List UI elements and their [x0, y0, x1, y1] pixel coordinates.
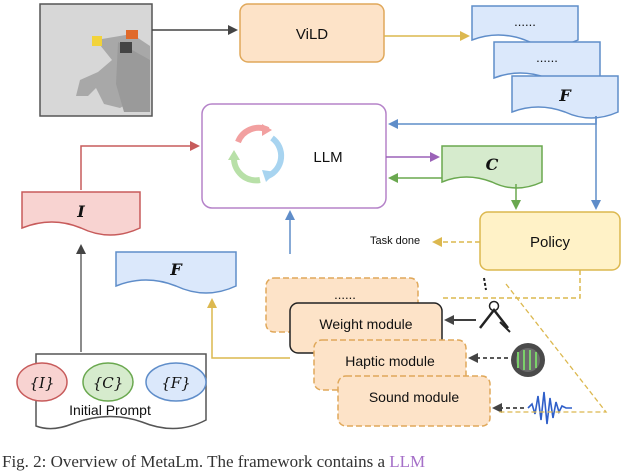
- haptic-sensor-icon: [511, 343, 545, 377]
- feature-doc-dots-2: ......: [536, 50, 558, 65]
- arrow-instruction-to-llm: [80, 141, 200, 190]
- feedback-doc: F: [115, 251, 237, 294]
- initial-prompt-doc: {I} {C} {F} Initial Prompt: [16, 353, 207, 430]
- policy-label: Policy: [530, 234, 571, 251]
- prompt-f-ellipse: [145, 362, 207, 402]
- llm-box: LLM: [201, 103, 387, 209]
- prompt-c-ellipse: [82, 362, 134, 402]
- policy-box: Policy: [479, 211, 621, 271]
- llm-label: LLM: [313, 149, 342, 166]
- feedback-doc-label: F: [169, 260, 183, 279]
- arrow-features-to-llm: [388, 116, 597, 129]
- haptic-module-label: Haptic module: [345, 353, 435, 369]
- feature-doc-stack: ...... ...... F: [471, 5, 619, 119]
- module-dots: ......: [334, 287, 356, 302]
- caption-highlight: LLM: [389, 452, 426, 471]
- feature-doc-dots-1: ......: [514, 14, 536, 29]
- instruction-doc-label: I: [76, 202, 85, 221]
- weight-module-label: Weight module: [319, 316, 412, 332]
- scene-image: [39, 3, 153, 117]
- vild-label: ViLD: [296, 26, 328, 43]
- prompt-c-label: {C}: [93, 374, 124, 392]
- feature-doc-label: F: [558, 86, 572, 105]
- sound-wave-icon: [527, 391, 572, 425]
- sound-module-label: Sound module: [369, 389, 460, 405]
- gripper-icon: [479, 277, 511, 333]
- prompt-f-label: {F}: [161, 374, 191, 392]
- task-done-label: Task done: [370, 235, 420, 247]
- prompt-i-ellipse: [16, 362, 68, 402]
- context-doc: C: [441, 145, 543, 189]
- module-stack: ...... Weight module Haptic module Sound…: [265, 277, 491, 427]
- caption-text: Fig. 2: Overview of MetaLm. The framewor…: [2, 452, 390, 471]
- vild-box: ViLD: [239, 3, 385, 63]
- figure-caption: Fig. 2: Overview of MetaLm. The framewor…: [2, 452, 638, 476]
- arrow-policy-to-modules: [440, 270, 581, 299]
- module-bracket-dashed: [498, 283, 608, 413]
- initial-prompt-label: Initial Prompt: [69, 402, 151, 418]
- arrow-modules-to-feedback: [207, 298, 290, 359]
- prompt-i-label: {I}: [29, 374, 54, 392]
- instruction-doc: I: [21, 191, 141, 236]
- context-doc-label: C: [486, 155, 499, 174]
- cycle-icon: [228, 124, 285, 184]
